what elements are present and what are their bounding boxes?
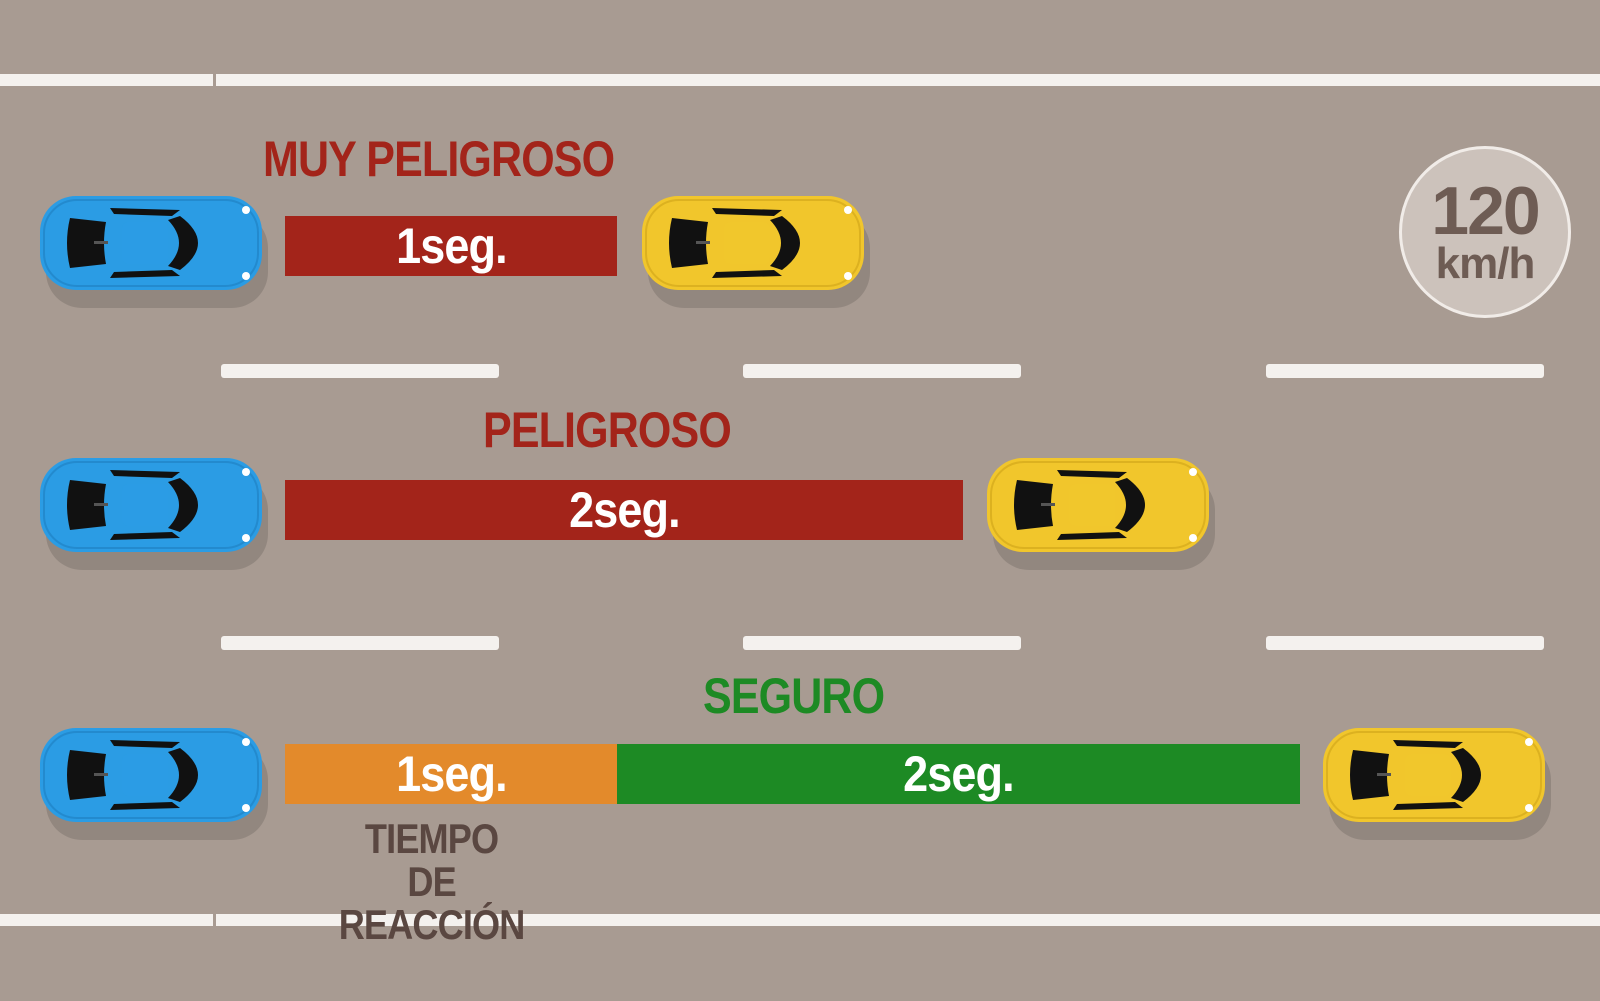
lane-dash bbox=[1266, 364, 1544, 378]
edge-notch bbox=[213, 74, 216, 86]
lane-dash bbox=[221, 636, 499, 650]
blue-car-icon bbox=[40, 456, 268, 570]
blue-car-icon bbox=[40, 194, 268, 308]
caption-line: REACCIÓN bbox=[338, 900, 526, 948]
road-edge-top bbox=[0, 74, 1600, 86]
edge-notch bbox=[213, 914, 216, 926]
reaction-time-caption: TIEMPO DE REACCIÓN bbox=[337, 815, 526, 948]
heading-seguro: SEGURO bbox=[703, 668, 885, 724]
caption-line: TIEMPO DE bbox=[364, 815, 499, 905]
speed-value: 120 bbox=[1431, 172, 1540, 249]
speed-badge: 120 km/h bbox=[1399, 146, 1571, 318]
heading-peligroso: PELIGROSO bbox=[483, 402, 732, 458]
bar-label: 1seg. bbox=[395, 746, 507, 802]
road-edge-bottom bbox=[0, 914, 1600, 926]
distance-bar-2s: 2seg. bbox=[285, 480, 963, 540]
lane-dash bbox=[1266, 636, 1544, 650]
yellow-car-icon bbox=[642, 194, 870, 308]
reaction-time-bar: 1seg. bbox=[285, 744, 617, 804]
heading-muy-peligroso: MUY PELIGROSO bbox=[263, 131, 615, 187]
distance-bar-1s: 1seg. bbox=[285, 216, 617, 276]
lane-dash bbox=[743, 364, 1021, 378]
bar-label: 2seg. bbox=[903, 746, 1014, 802]
bar-label: 1seg. bbox=[395, 218, 507, 274]
lane-dash bbox=[221, 364, 499, 378]
yellow-car-icon bbox=[987, 456, 1215, 570]
bar-label: 2seg. bbox=[568, 482, 680, 538]
lane-dash bbox=[743, 636, 1021, 650]
safe-distance-bar: 2seg. bbox=[617, 744, 1300, 804]
yellow-car-icon bbox=[1323, 726, 1551, 840]
speed-unit: km/h bbox=[1435, 238, 1536, 288]
blue-car-icon bbox=[40, 726, 268, 840]
